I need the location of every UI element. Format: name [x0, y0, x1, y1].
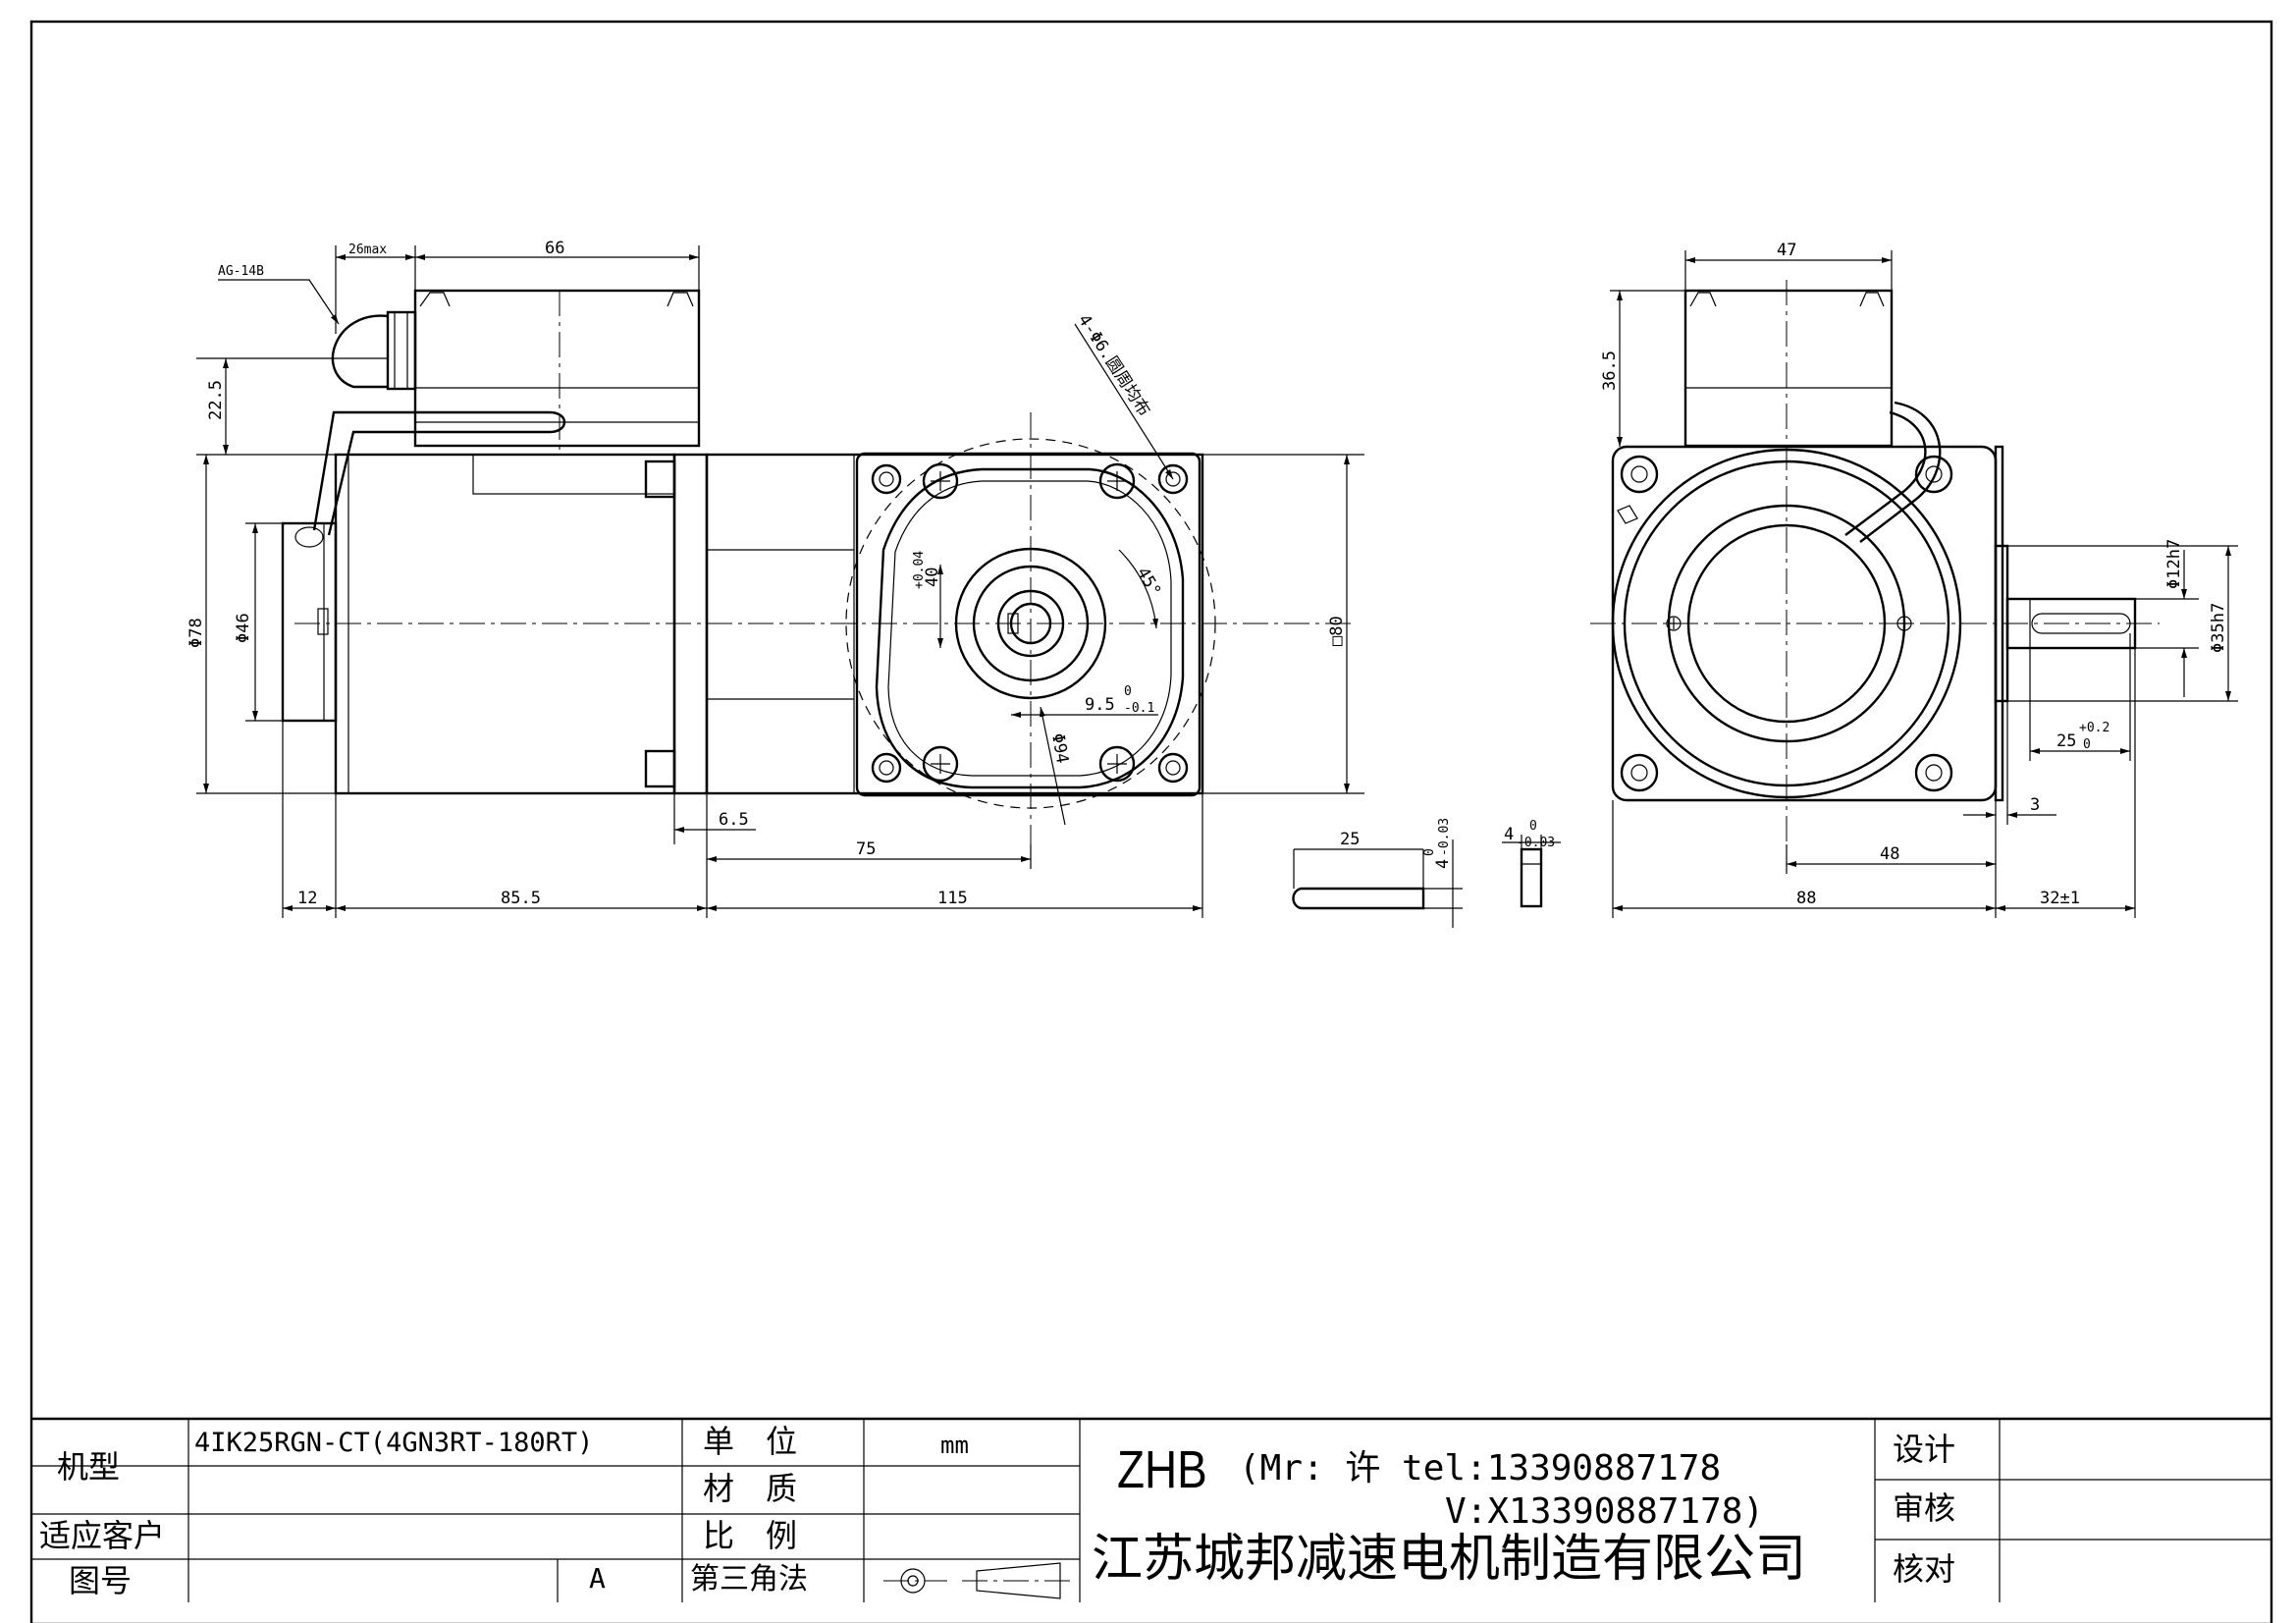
dim-12: 12 — [297, 889, 317, 908]
client-label: 适应客户 — [39, 1517, 166, 1554]
dim-3: 3 — [2030, 795, 2040, 815]
gearbox-front-dimensions: 47 36.5 Φ12h7 Φ35h7 25 +0.2 0 3 48 — [1600, 241, 2238, 918]
check-label: 核对 — [1893, 1550, 1956, 1588]
dim-40: 40 — [923, 568, 942, 587]
material-label: 材 质 — [703, 1470, 798, 1507]
dim-phi46: Φ46 — [234, 613, 253, 643]
dim-key-4b-dn: -0.03 — [1517, 836, 1555, 850]
dim-48: 48 — [1880, 844, 1899, 864]
dim-115: 115 — [937, 889, 968, 908]
dim-shaft-25-tol-dn: 0 — [2083, 737, 2091, 752]
dim-45deg: 45° — [1133, 565, 1165, 601]
dim-6-5: 6.5 — [719, 810, 749, 830]
company-name: 江苏城邦减速电机制造有限公司 — [1092, 1530, 1807, 1589]
drawing-number-label: 图号 — [69, 1562, 133, 1599]
model-label: 机型 — [57, 1448, 121, 1486]
design-label: 设计 — [1893, 1431, 1956, 1468]
dim-key-4a: 4 — [1433, 859, 1453, 869]
contact-line-1: (Mr: 许 tel:13390887178 — [1239, 1448, 1722, 1488]
gearbox-front-view — [1590, 280, 2160, 844]
dim-66: 66 — [545, 239, 564, 258]
dim-phi78: Φ78 — [187, 618, 206, 648]
dim-88: 88 — [1796, 889, 1816, 908]
scale-label: 比 例 — [703, 1517, 798, 1554]
label-ag14b: AG-14B — [218, 264, 264, 279]
motor-side-view — [281, 289, 1355, 844]
revision-value: A — [589, 1562, 606, 1595]
dim-key-4b-up: 0 — [1529, 819, 1537, 834]
dim-phi12h7: Φ12h7 — [2164, 539, 2184, 589]
dim-47: 47 — [1777, 241, 1796, 260]
dim-shaft-25-tol-up: +0.2 — [2079, 721, 2109, 735]
dim-9-5-tol-up: 0 — [1124, 684, 1132, 699]
brand-logo-text: ZHB — [1117, 1440, 1207, 1499]
dim-key-25: 25 — [1340, 830, 1360, 849]
contact-line-2: V:X13390887178) — [1445, 1491, 1765, 1532]
motor-side-dimensions: 26max 66 AG-14B 22.5 Φ78 Φ46 12 85.5 115… — [187, 239, 1364, 918]
dim-sq80: □80 — [1327, 616, 1347, 646]
dim-shaft-25: 25 — [2056, 731, 2076, 751]
dim-phi35h7: Φ35h7 — [2209, 603, 2228, 653]
dim-key-4a-dn: -0.03 — [1437, 818, 1452, 856]
model-value: 4IK25RGN-CT(4GN3RT-180RT) — [194, 1428, 594, 1458]
title-block-grid — [31, 1419, 2271, 1602]
label-4-holes: 4-Φ6.圆周均布 — [1074, 311, 1154, 420]
unit-value: mm — [940, 1432, 969, 1459]
key-parts: 25 4 0 -0.03 4 0 -0.03 — [1292, 818, 1561, 928]
unit-label: 单 位 — [703, 1423, 798, 1460]
dim-36-5: 36.5 — [1600, 351, 1620, 391]
dim-75: 75 — [856, 839, 876, 859]
dim-32: 32±1 — [2040, 889, 2080, 908]
dim-key-4a-up: 0 — [1422, 848, 1437, 856]
dim-85-5: 85.5 — [501, 889, 541, 908]
dim-key-4b: 4 — [1504, 825, 1514, 844]
dim-9-5: 9.5 — [1085, 695, 1115, 715]
dim-9-5-tol-dn: -0.1 — [1124, 701, 1154, 716]
dim-26max: 26max — [348, 243, 387, 257]
review-label: 审核 — [1893, 1489, 1956, 1527]
dim-22-5: 22.5 — [206, 380, 226, 420]
dim-40-tol: +0.04 — [912, 551, 927, 589]
drawing-border — [29, 20, 2273, 1623]
projection-label: 第三角法 — [690, 1562, 808, 1596]
